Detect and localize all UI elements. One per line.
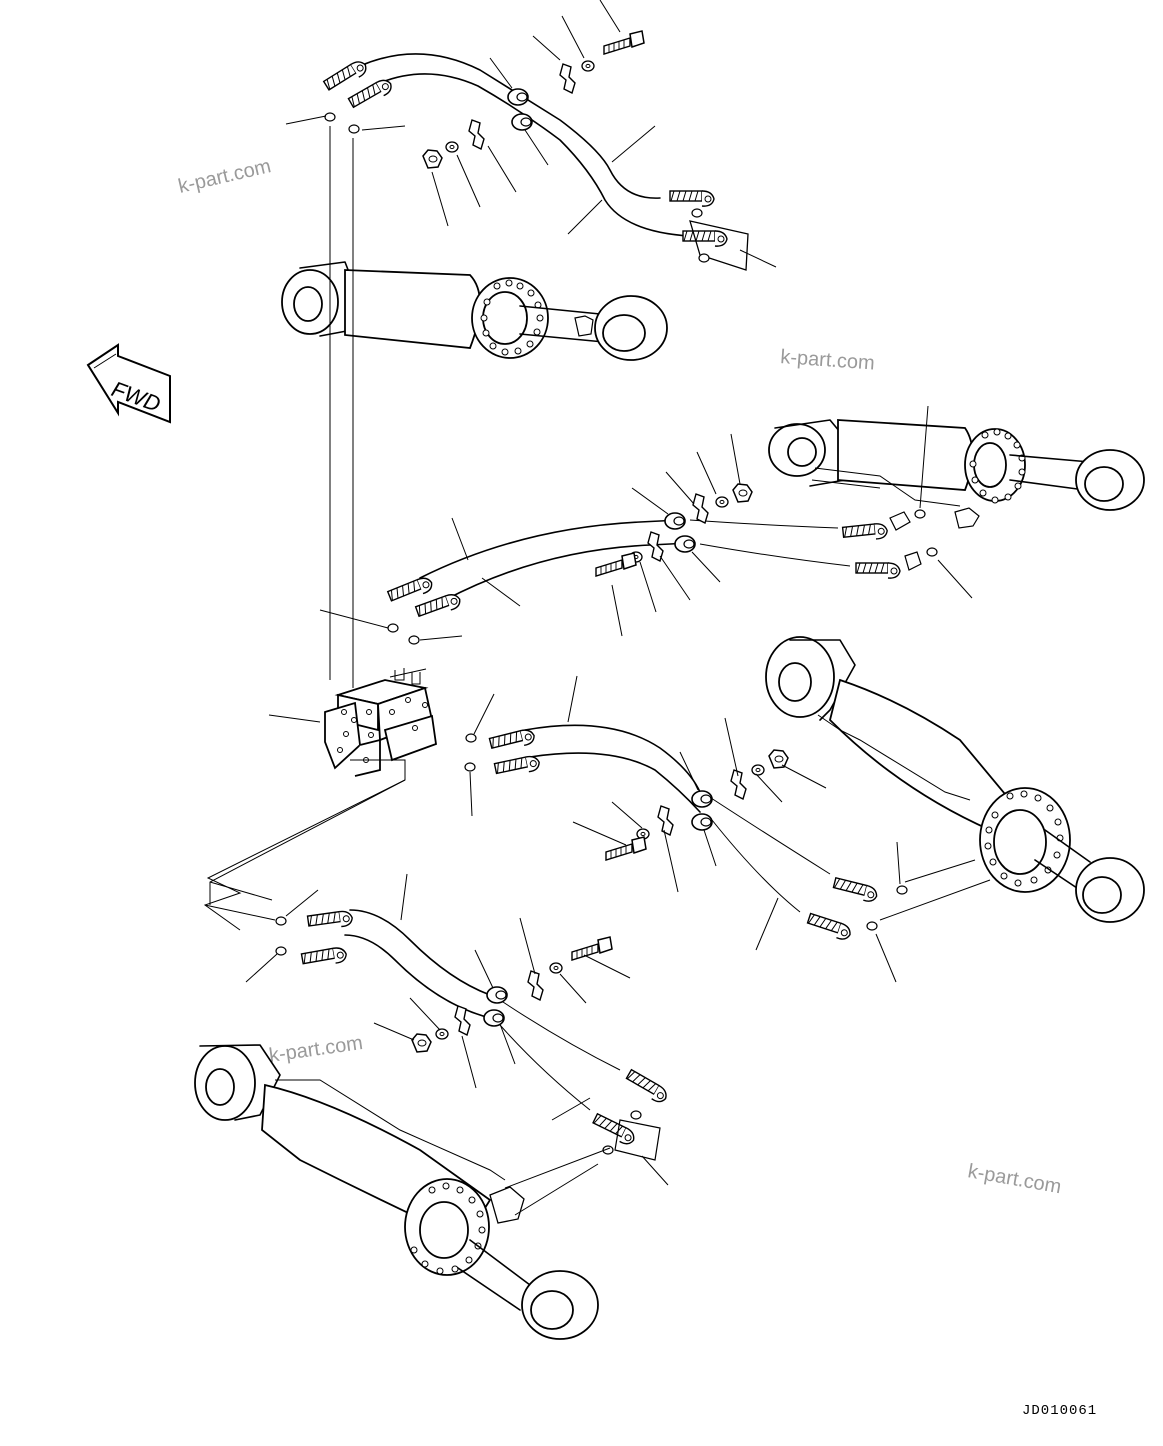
forward-direction-arrow-icon: FWD: [86, 343, 171, 424]
middle-upper-hose-pair: [319, 405, 973, 645]
top-hose-pair: [285, 0, 777, 271]
middle-lower-hose-pair: [464, 675, 908, 983]
watermark-text: k-part.com: [176, 155, 273, 198]
right-lower-cylinder: [765, 636, 1145, 923]
watermark-text: k-part.com: [268, 1032, 365, 1067]
bottom-hose-pair: [245, 873, 671, 1186]
control-valve-block: [203, 668, 437, 931]
right-upper-cylinder: [768, 419, 1145, 529]
watermark-text: k-part.com: [966, 1160, 1063, 1198]
bottom-cylinder: [194, 1044, 611, 1340]
watermark-text: k-part.com: [780, 346, 876, 375]
top-cylinder: [281, 261, 668, 361]
vertical-tube-left: [329, 126, 354, 688]
drawing-number: JD010061: [1022, 1403, 1097, 1419]
